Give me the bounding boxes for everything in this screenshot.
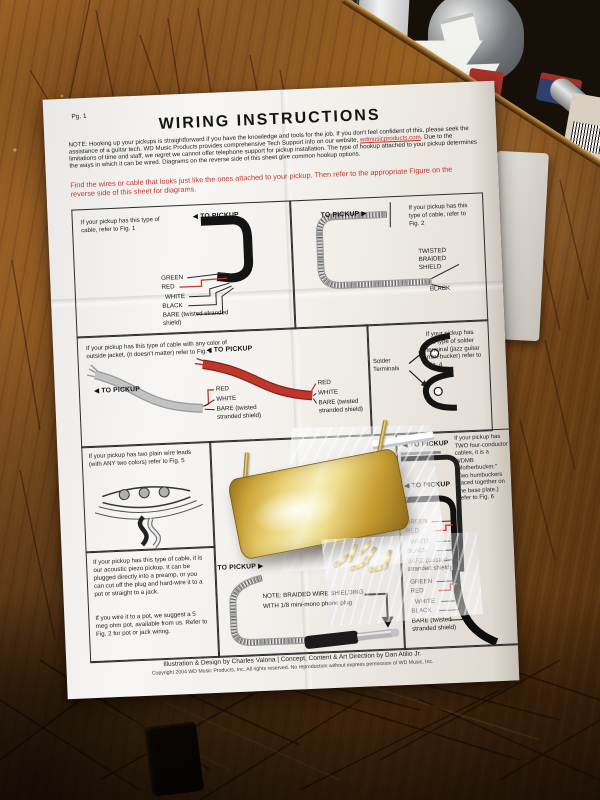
wire-label: WHITE bbox=[318, 388, 339, 397]
fig4-caption: If your pickup has this type of solder t… bbox=[425, 328, 482, 370]
piezo-paragraph: If your pickup has this type of cable, i… bbox=[92, 554, 203, 598]
wire-label: BLACK bbox=[429, 284, 451, 293]
piezo-panel: If your pickup has this type of cable, i… bbox=[85, 545, 221, 664]
wire-label: RED bbox=[161, 283, 175, 291]
piezo-paragraph: If you wire it to a pot, we suggest a 5 … bbox=[95, 610, 208, 638]
fig6-caption: If your pickup has TWO four-conductor ca… bbox=[454, 433, 508, 503]
wire-label: BARE (twisted stranded shield) bbox=[216, 404, 262, 421]
fig5-panel: If your pickup has two plain wire leads … bbox=[81, 440, 216, 554]
wire-label: BLACK bbox=[162, 302, 183, 310]
wire-label: WHITE bbox=[164, 292, 186, 301]
wire-label: RED bbox=[215, 385, 230, 393]
wire-label: GREEN bbox=[161, 273, 184, 282]
fig2-panel: If your pickup has this type of cable, r… bbox=[289, 192, 489, 330]
wire-label: WHITE bbox=[216, 394, 237, 403]
solder-terminals-label: Solder Terminals bbox=[372, 357, 400, 373]
screw-bag bbox=[321, 532, 483, 627]
wire-label: BARE (twisted stranded shield) bbox=[318, 397, 364, 415]
fig2-caption: If your pickup has this type of cable, r… bbox=[408, 202, 468, 228]
fig1-panel: If your pickup has this type of cable, r… bbox=[71, 200, 297, 339]
bench-dog-hole bbox=[143, 721, 205, 797]
wire-label: RED bbox=[317, 378, 331, 387]
wire-label: BARE (twisted stranded shield) bbox=[162, 309, 229, 327]
wire-label: TWISTED BRAIDED SHIELD bbox=[418, 246, 447, 272]
find-instruction: Find the wires or cable that looks just … bbox=[70, 164, 453, 199]
